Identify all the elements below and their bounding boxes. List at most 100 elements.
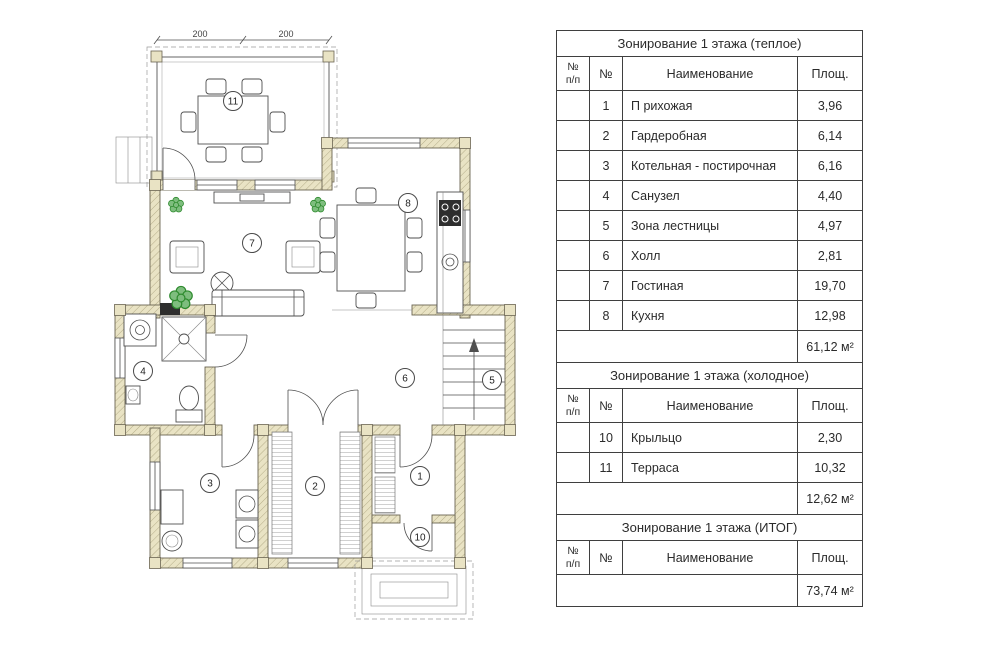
cell-num: 7 (589, 270, 623, 301)
cell-num: 3 (589, 150, 623, 181)
cell-total-area: 61,12 м² (796, 330, 864, 363)
cell-area: 4,40 (796, 180, 864, 211)
cell-area: 4,97 (796, 210, 864, 241)
window (182, 557, 233, 569)
col-header-area: Площ. (796, 388, 864, 423)
cell-num: 4 (589, 180, 623, 211)
sofa (211, 289, 305, 317)
cell-num: 8 (589, 300, 623, 331)
boiler-unit (160, 489, 184, 525)
window (196, 179, 238, 191)
table-total-row: 12,62 м² (556, 482, 864, 515)
table-title-cold: Зонирование 1 этажа (холодное) (555, 362, 864, 389)
window (347, 137, 421, 149)
room-number-7: 7 (242, 233, 262, 253)
porch-steps (354, 557, 474, 620)
svg-text:11: 11 (228, 97, 239, 108)
room-number-2: 2 (305, 476, 325, 496)
stairs-direction-arrow (469, 338, 479, 420)
stove-icon (439, 200, 461, 226)
coffee-table (210, 271, 234, 295)
room-number-10: 10 (410, 527, 430, 547)
kitchen-counter (436, 191, 464, 314)
water-heater (161, 530, 183, 552)
window (149, 461, 161, 511)
door (399, 434, 433, 468)
bathroom-fixtures (123, 313, 207, 423)
svg-text:1: 1 (417, 472, 423, 483)
cell-name: Гардеробная (622, 120, 798, 151)
hallway-closet (374, 436, 396, 514)
cell-total-area: 12,62 м² (796, 482, 864, 515)
svg-text:10: 10 (414, 533, 426, 544)
cell-name: Зона лестницы (622, 210, 798, 241)
side-steps (115, 136, 153, 184)
cell-num: 10 (589, 422, 623, 453)
room-number-11: 11 (223, 91, 243, 111)
col-header-area: Площ. (796, 540, 864, 575)
room-number-1: 1 (410, 466, 430, 486)
col-header-name: Наименование (622, 388, 798, 423)
cell-area: 19,70 (796, 270, 864, 301)
cell-name: Гостиная (622, 270, 798, 301)
room-number-5: 5 (482, 370, 502, 390)
toilet (175, 385, 203, 423)
room-number-6: 6 (395, 368, 415, 388)
cell-num: 11 (589, 452, 623, 483)
zoning-table-warm: Зонирование 1 этажа (теплое) № п/п № Наи… (555, 30, 864, 363)
table-total-row: 73,74 м² (556, 574, 864, 607)
svg-text:7: 7 (249, 239, 255, 250)
svg-text:3: 3 (207, 479, 213, 490)
col-header-num: № (589, 388, 623, 423)
cell-area: 2,30 (796, 422, 864, 453)
wardrobe-shelving (271, 431, 361, 555)
room-number-3: 3 (200, 473, 220, 493)
kitchen-furniture (319, 187, 464, 314)
plant-icon (169, 285, 193, 310)
dimension-label: 200 (278, 29, 293, 39)
door (162, 147, 196, 190)
cell-num: 5 (589, 210, 623, 241)
svg-text:8: 8 (405, 199, 411, 210)
cell-area: 2,81 (796, 240, 864, 271)
table-title-grand: Зонирование 1 этажа (ИТОГ) (555, 514, 864, 541)
col-header-name: Наименование (622, 540, 798, 575)
sink-icon (441, 253, 459, 271)
armchair (169, 240, 205, 274)
log-joint-markers (114, 137, 516, 569)
zoning-table-cold: Зонирование 1 этажа (холодное) № п/п № Н… (555, 362, 864, 515)
wash-basin (125, 385, 141, 405)
cell-name: П рихожая (622, 90, 798, 121)
washing-machine (123, 313, 157, 347)
door (287, 389, 324, 426)
window (287, 557, 339, 569)
room-number-4: 4 (133, 361, 153, 381)
col-header-npp: № п/п (556, 540, 590, 575)
armchair (285, 240, 321, 274)
table-total-row: 61,12 м² (556, 330, 864, 363)
cell-name: Холл (622, 240, 798, 271)
svg-text:4: 4 (140, 367, 146, 378)
col-header-npp: № п/п (556, 388, 590, 423)
staircase (442, 315, 505, 425)
cell-area: 6,16 (796, 150, 864, 181)
col-header-name: Наименование (622, 56, 798, 91)
cell-area: 6,14 (796, 120, 864, 151)
dimension-line: 200 200 (153, 29, 333, 45)
shower (161, 316, 207, 362)
cell-name: Кухня (622, 300, 798, 331)
cell-name: Котельная - постирочная (622, 150, 798, 181)
zoning-tables: Зонирование 1 этажа (теплое) № п/п № Наи… (555, 30, 864, 607)
svg-text:6: 6 (402, 374, 408, 385)
room-number-8: 8 (398, 193, 418, 213)
cell-num: 1 (589, 90, 623, 121)
window (114, 337, 126, 379)
